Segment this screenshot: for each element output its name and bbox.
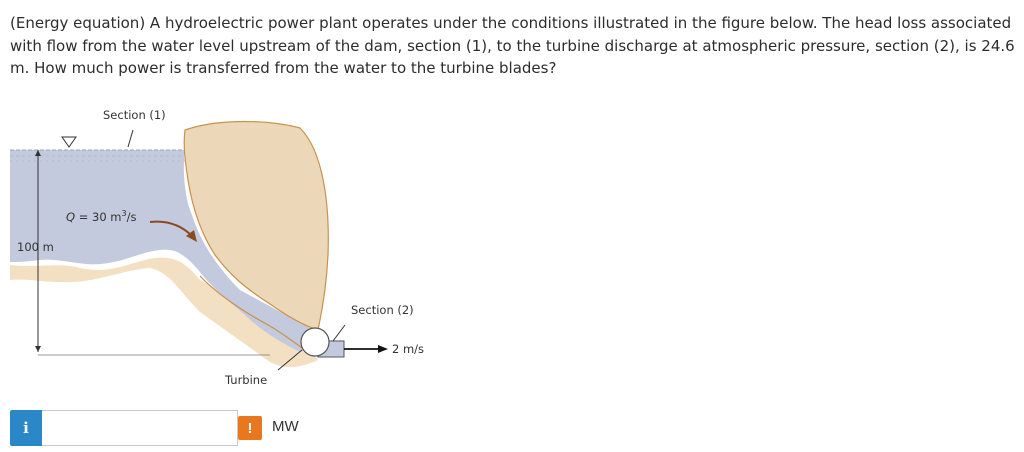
- section2-pointer: [332, 324, 346, 342]
- turbine-label: Turbine: [224, 373, 267, 387]
- flow-arrowhead: [186, 230, 197, 242]
- height-label: 100 m: [17, 240, 54, 254]
- flow-rate-label: Q = 30 m3/s: [66, 209, 136, 224]
- answer-input[interactable]: [42, 410, 238, 446]
- section1-label: Section (1): [103, 108, 166, 122]
- section2-label: Section (2): [351, 303, 414, 317]
- question-text: (Energy equation) A hydroelectric power …: [10, 14, 1015, 77]
- section1-pointer: [127, 129, 134, 148]
- free-surface-symbol: [61, 136, 77, 148]
- penstock-lower: [199, 275, 306, 351]
- height-arrow-bottom: [35, 346, 41, 352]
- flow-eq: = 30 m: [75, 210, 121, 224]
- hydroelectric-plant-figure: Section (1) Q = 30 m3/s 100 m Section (2…: [10, 108, 424, 387]
- velocity-label: 2 m/s: [392, 342, 424, 356]
- warning-icon[interactable]: !: [238, 416, 262, 440]
- turbine-pointer: [277, 349, 303, 371]
- height-arrow-top: [35, 150, 41, 156]
- turbine: [300, 327, 330, 357]
- unit-label: MW: [272, 418, 299, 435]
- info-icon[interactable]: i: [10, 410, 42, 446]
- flow-unit: /s: [127, 210, 137, 224]
- flow-exp: 3: [122, 209, 127, 218]
- velocity-arrowhead: [378, 345, 388, 353]
- flow-q: Q: [66, 210, 75, 224]
- ground-layer: [10, 257, 318, 368]
- reservoir-water: [10, 150, 320, 352]
